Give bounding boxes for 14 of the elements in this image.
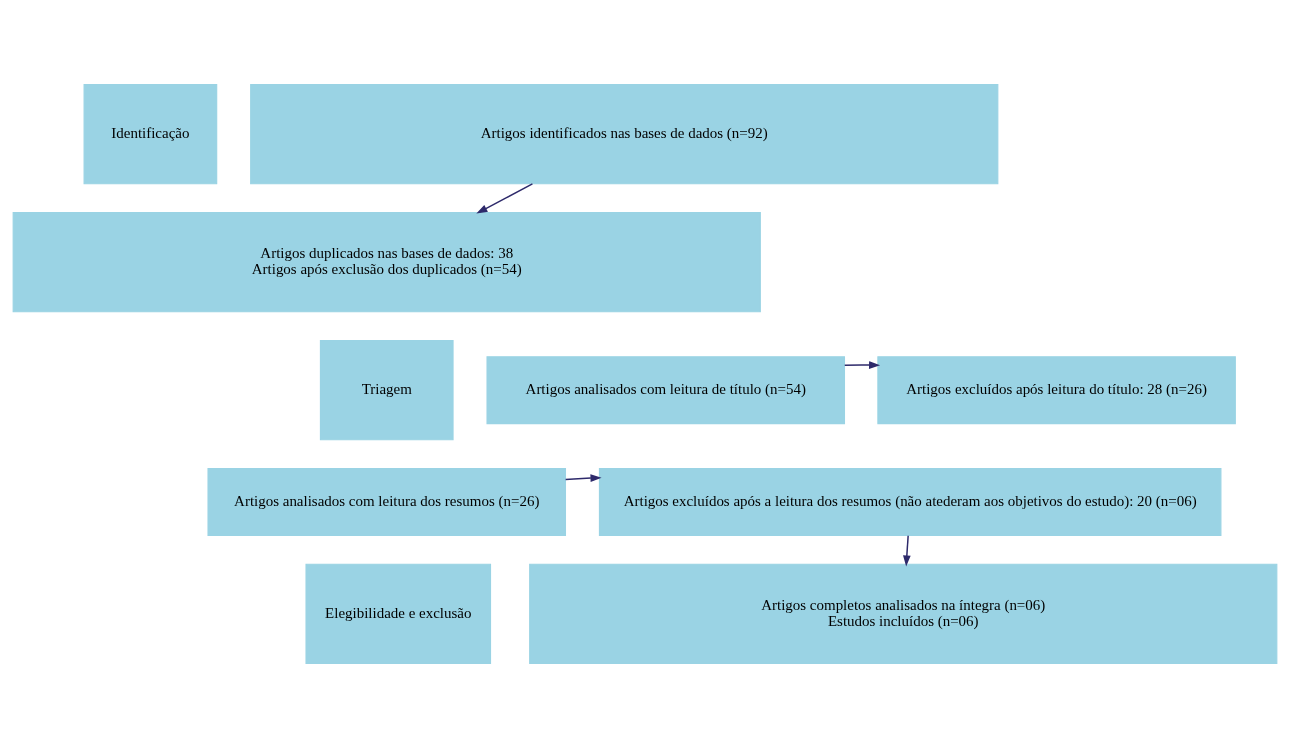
node-box: Elegibilidade e exclusão <box>305 563 492 664</box>
node-box: Triagem <box>319 340 454 441</box>
node-box: Artigos analisados com leitura dos resumos (n=26) <box>207 467 567 536</box>
node-box: Artigos excluídos após a leitura dos resumos (não atederam aos objetivos do estudo): 20 (n=06) <box>598 467 1222 536</box>
arrow <box>564 474 602 482</box>
node-box: Artigos excluídos após leitura do título: 28 (n=26) <box>877 356 1236 425</box>
node-box: Artigos analisados com leitura de título (n=54) <box>486 356 846 425</box>
node-box: Artigos duplicados nas bases de dados: 38 Artigos após exclusão dos duplicados (n=54) <box>12 212 761 313</box>
arrow <box>903 534 911 567</box>
arrow <box>476 183 534 214</box>
node-box: Artigos identificados nas bases de dados (n=92) <box>250 84 999 185</box>
node-box: Artigos completos analisados na íntegra (n=06) Estudos incluídos (n=06) <box>529 563 1278 664</box>
node-box: Identificação <box>83 84 218 185</box>
arrow <box>844 361 881 369</box>
